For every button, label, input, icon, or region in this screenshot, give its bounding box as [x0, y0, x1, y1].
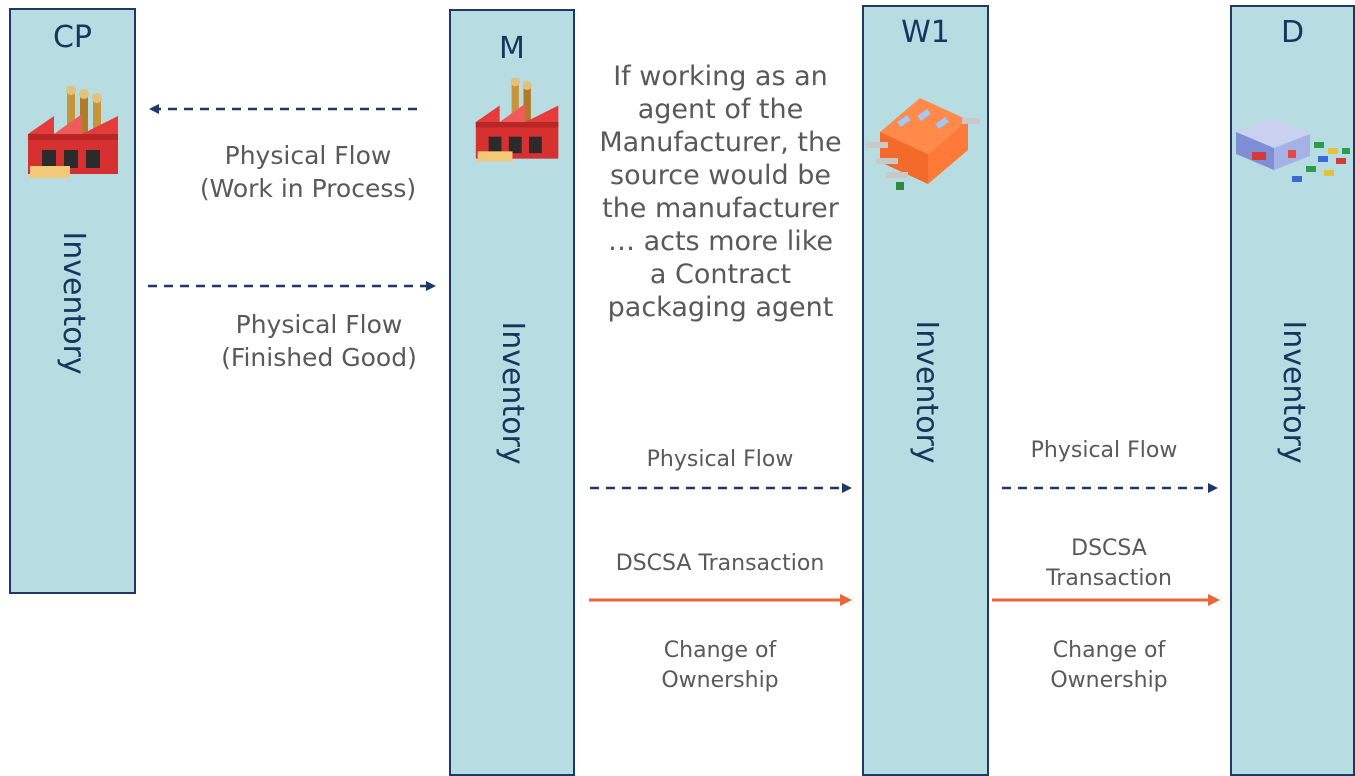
wip-flow-line2: (Work in Process): [199, 174, 417, 203]
m-w1-ownership-line1: Change of: [663, 638, 777, 663]
column-title-cp: CP: [52, 20, 93, 55]
wip-flow-label: Physical Flow (Work in Process): [168, 139, 448, 205]
note-line: a Contract: [649, 259, 792, 290]
column-title-m: M: [499, 31, 525, 66]
factory-icon: [475, 78, 559, 162]
m-w1-ownership-label: Change of Ownership: [590, 636, 850, 696]
column-title-w1: W1: [901, 15, 950, 50]
wip-flow-line1: Physical Flow: [224, 141, 392, 170]
w1-d-dscsa-label: DSCSA Transaction: [995, 534, 1223, 594]
note-line: packaging agent: [607, 292, 834, 323]
note-line: the manufacturer: [602, 193, 839, 224]
finished-flow-line1: Physical Flow: [235, 310, 403, 339]
note-line: If working as an: [613, 61, 828, 92]
w1-d-dscsa-line2: Transaction: [1046, 566, 1172, 591]
w1-d-ownership-line2: Ownership: [1050, 668, 1168, 693]
note-line: … acts more like: [607, 226, 834, 257]
w1-d-dscsa-line1: DSCSA: [1071, 536, 1147, 561]
w1-d-ownership-label: Change of Ownership: [995, 636, 1223, 696]
m-w1-ownership-line2: Ownership: [661, 668, 779, 693]
w1-d-physical-label: Physical Flow: [1030, 438, 1178, 463]
note-line: source would be: [610, 160, 831, 191]
factory-icon: [28, 86, 118, 178]
finished-flow-label: Physical Flow (Finished Good): [190, 308, 448, 374]
column-title-d: D: [1280, 15, 1305, 50]
w1-d-ownership-line1: Change of: [1052, 638, 1166, 663]
m-w1-dscsa-label: DSCSA Transaction: [615, 551, 825, 576]
agent-note: If working as an agent of the Manufactur…: [583, 60, 858, 324]
note-line: Manufacturer, the: [599, 127, 842, 158]
m-w1-physical-label: Physical Flow: [646, 447, 794, 472]
distribution-center-icon: [1236, 118, 1350, 182]
note-line: agent of the: [637, 94, 804, 125]
finished-flow-line2: (Finished Good): [221, 343, 417, 372]
warehouse-icon: [866, 98, 980, 190]
